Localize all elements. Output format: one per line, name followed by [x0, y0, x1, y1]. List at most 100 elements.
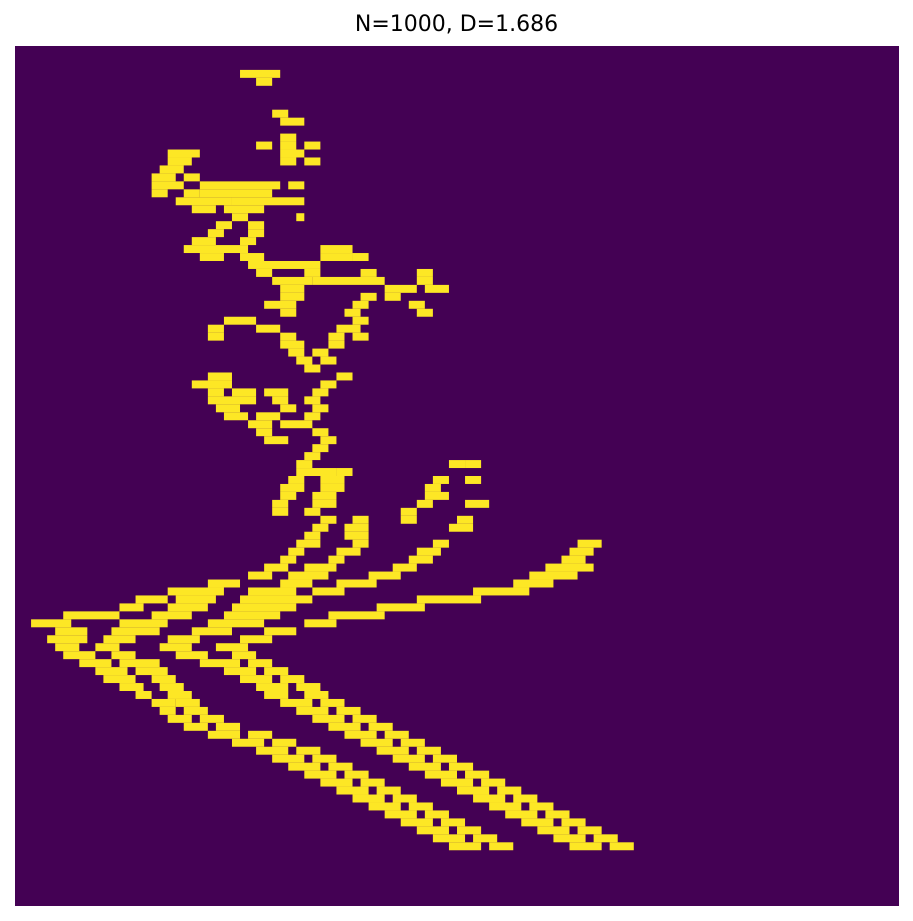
heatmap-cell: [167, 149, 200, 158]
heatmap-cell: [207, 332, 224, 341]
heatmap-cell: [344, 730, 377, 739]
heatmap-cell: [360, 268, 377, 277]
heatmap-cell: [304, 364, 321, 373]
heatmap-cell: [280, 483, 305, 492]
heatmap-cell: [159, 683, 184, 691]
heatmap-cell: [207, 229, 224, 238]
heatmap-cell: [352, 316, 369, 325]
heatmap-cell: [432, 539, 449, 548]
heatmap-cell: [248, 221, 265, 230]
heatmap-cell: [175, 698, 200, 707]
heatmap-cell: [304, 157, 321, 166]
heatmap-cell: [240, 675, 273, 684]
heatmap-cell: [264, 388, 289, 397]
heatmap-cell: [256, 683, 289, 691]
heatmap-cell: [481, 778, 506, 787]
heatmap-cell: [416, 268, 433, 277]
heatmap-cell: [151, 181, 184, 190]
heatmap-cell: [288, 476, 305, 484]
heatmap-cell: [167, 157, 192, 166]
heatmap-cell: [63, 611, 120, 620]
heatmap-cell: [151, 698, 176, 707]
heatmap-cell: [240, 595, 313, 604]
heatmap-cell: [296, 468, 337, 476]
heatmap-cell: [264, 436, 289, 445]
heatmap-cell: [296, 746, 321, 755]
heatmap-cell: [312, 523, 329, 532]
heatmap-cell: [272, 754, 305, 763]
heatmap-cell: [215, 404, 241, 413]
heatmap-cell: [328, 332, 345, 341]
heatmap-cell: [280, 420, 313, 429]
heatmap-cell: [248, 571, 273, 580]
heatmap-cell: [384, 730, 409, 739]
heatmap-cell: [408, 300, 425, 309]
heatmap-cell: [304, 531, 321, 540]
heatmap-cell: [63, 651, 96, 660]
heatmap-cell: [167, 714, 192, 723]
heatmap-cell: [424, 483, 441, 492]
heatmap-cell: [215, 722, 241, 731]
heatmap-cell: [416, 595, 482, 604]
heatmap-cell: [95, 643, 120, 652]
heatmap-cell: [609, 842, 634, 851]
heatmap-cell: [328, 722, 361, 731]
heatmap-cell: [392, 794, 417, 803]
heatmap-cell: [223, 667, 257, 676]
heatmap-cell: [167, 691, 192, 699]
heatmap-cell: [553, 834, 586, 843]
heatmap-cell: [344, 531, 369, 540]
heatmap-cell: [288, 571, 329, 580]
heatmap-cell: [256, 77, 273, 86]
heatmap-cell: [312, 714, 345, 723]
heatmap-cell: [240, 635, 273, 644]
heatmap-cell: [296, 460, 313, 469]
heatmap-cell: [280, 149, 305, 158]
heatmap-cell: [183, 245, 249, 254]
heatmap-cell: [264, 627, 297, 636]
heatmap-cell: [513, 579, 554, 588]
heatmap-cell: [400, 515, 417, 524]
heatmap-cell: [360, 292, 377, 301]
heatmap-cell: [416, 746, 441, 755]
heatmap-cell: [312, 444, 329, 453]
heatmap-cell: [320, 515, 337, 524]
heatmap-cell: [312, 348, 329, 357]
heatmap-cell: [159, 706, 176, 715]
heatmap-cell: [256, 268, 273, 277]
heatmap-cell: [264, 691, 289, 699]
heatmap-cell: [312, 587, 345, 596]
heatmap-cell: [191, 627, 232, 636]
heatmap-cell: [79, 659, 112, 668]
heatmap-plot: [15, 46, 899, 906]
heatmap-cell: [545, 810, 570, 819]
heatmap-cell: [561, 555, 586, 564]
heatmap-cell: [280, 340, 305, 349]
heatmap-cell: [320, 483, 345, 492]
heatmap-cell: [248, 587, 297, 596]
heatmap-cell: [416, 826, 449, 835]
heatmap-cell: [151, 611, 192, 620]
heatmap-cell: [384, 810, 417, 819]
heatmap-cell: [360, 738, 393, 747]
heatmap-cell: [207, 372, 232, 381]
heatmap-cell: [296, 356, 313, 365]
heatmap-cell: [119, 683, 144, 691]
heatmap-cell: [400, 738, 425, 747]
heatmap-cell: [280, 579, 313, 588]
heatmap-cell: [304, 141, 321, 150]
heatmap-cell: [465, 460, 482, 469]
heatmap-cell: [223, 205, 265, 214]
heatmap-cell: [344, 308, 361, 317]
heatmap-cell: [424, 491, 449, 500]
heatmap-cell: [304, 507, 321, 516]
heatmap-cell: [376, 786, 401, 795]
heatmap-cell: [312, 754, 337, 763]
heatmap-cell: [175, 197, 232, 206]
heatmap-cell: [473, 834, 498, 843]
heatmap-cell: [264, 563, 289, 572]
heatmap-cell: [376, 603, 425, 612]
heatmap-cell: [103, 635, 136, 644]
heatmap-cell: [288, 547, 305, 556]
